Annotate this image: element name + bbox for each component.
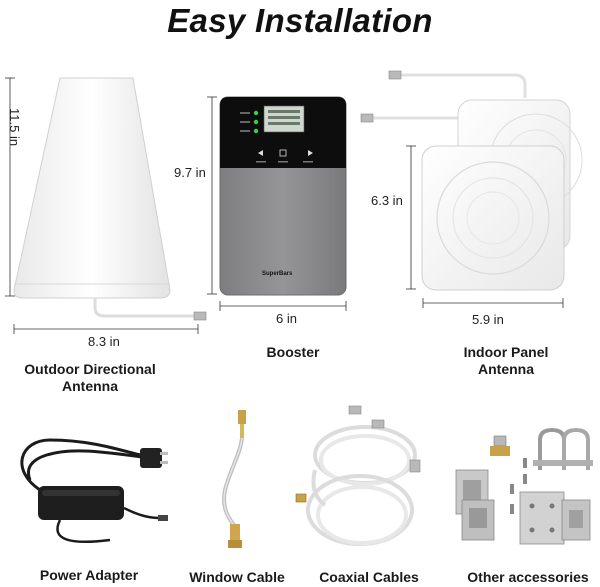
caption-coaxial-cables: Coaxial Cables (319, 569, 419, 585)
booster-height-label: 9.7 in (174, 165, 206, 180)
power-adapter-image (20, 438, 168, 544)
indoor-panel-image (360, 70, 583, 291)
other-accessories-image (455, 427, 593, 545)
panel-width-label: 5.9 in (472, 312, 504, 327)
outdoor-antenna-image (13, 77, 207, 321)
caption-power-adapter: Power Adapter (39, 567, 139, 583)
caption-booster: Booster (266, 344, 320, 360)
caption-indoor-panel: Indoor Panel Antenna (463, 344, 549, 377)
panel-height-label: 6.3 in (371, 193, 403, 208)
page-title: Easy Installation (167, 2, 433, 39)
booster-brand-label: SuperBars (262, 271, 293, 277)
coaxial-cables-image (295, 405, 421, 546)
antenna-height-label: 11.5 in (7, 108, 22, 147)
caption-other-accessories: Other accessories (467, 569, 589, 585)
booster-image (219, 96, 347, 296)
window-cable-image (222, 410, 246, 548)
antenna-width-label: 8.3 in (88, 334, 120, 349)
booster-width-label: 6 in (276, 311, 297, 326)
caption-outdoor-antenna: Outdoor Directional Antenna (24, 361, 156, 394)
caption-window-cable: Window Cable (189, 569, 285, 585)
